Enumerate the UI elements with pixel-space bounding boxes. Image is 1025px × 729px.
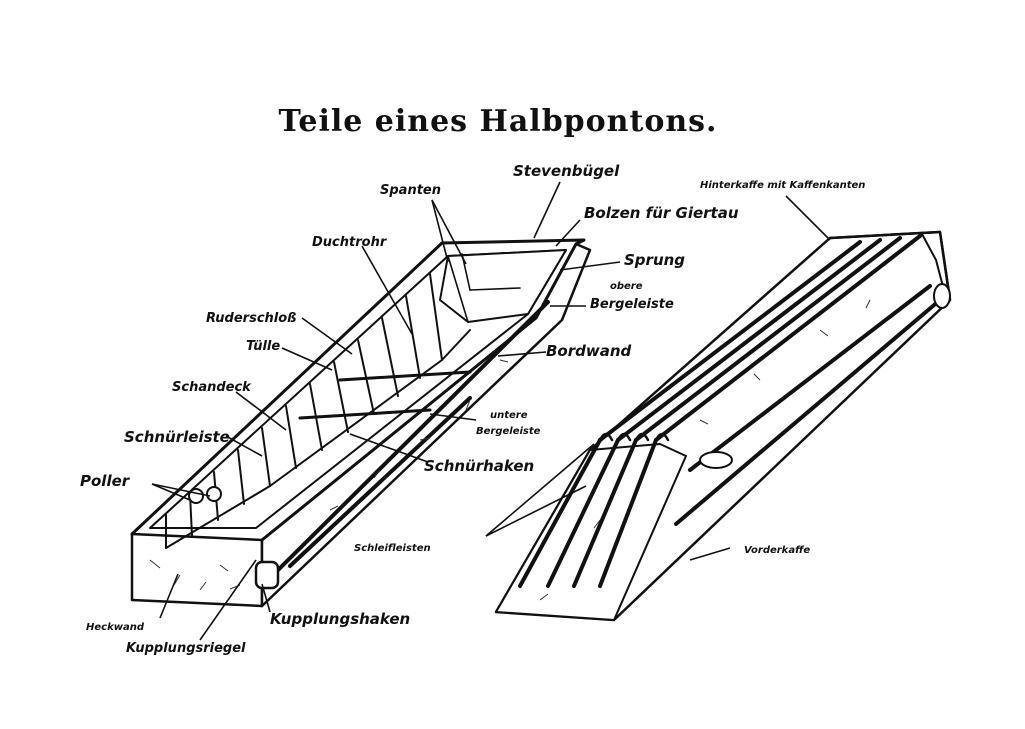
label-heckwand: Heckwand: [86, 622, 145, 633]
label-stevenbuegel: Stevenbügel: [513, 162, 620, 180]
label-bolzen-fuer-giertau: Bolzen für Giertau: [584, 204, 739, 222]
label-schnuerleiste: Schnürleiste: [124, 428, 230, 446]
diagram-title: Teile eines Halbpontons.: [279, 104, 718, 139]
label-ruderschloss: Ruderschloß: [206, 311, 297, 326]
label-kupplungsriegel: Kupplungsriegel: [126, 641, 246, 656]
label-sprung: Sprung: [624, 251, 685, 269]
label-hinterkaffe: Hinterkaffe mit Kaffenkanten: [700, 180, 865, 191]
leader-lines: [151, 181, 831, 641]
label-obere: obere: [610, 281, 643, 292]
label-schleifleisten: Schleifleisten: [354, 543, 431, 554]
label-schandeck: Schandeck: [172, 380, 252, 395]
label-bordwand: Bordwand: [546, 342, 632, 360]
label-tuelle: Tülle: [246, 339, 280, 354]
label-obere-bergeleiste: Bergeleiste: [590, 297, 674, 312]
label-untere: untere: [490, 410, 528, 421]
label-kupplungshaken: Kupplungshaken: [270, 610, 410, 628]
label-poller: Poller: [80, 472, 131, 490]
label-untere-bergeleiste: Bergeleiste: [476, 426, 541, 437]
label-spanten: Spanten: [380, 183, 441, 198]
label-schnuerhaken: Schnürhaken: [424, 457, 534, 475]
callout-labels: Spanten Stevenbügel Bolzen für Giertau D…: [80, 162, 865, 656]
label-vorderkaffe: Vorderkaffe: [744, 545, 810, 556]
left-pontoon-drawing: [130, 238, 592, 608]
label-duchtrohr: Duchtrohr: [312, 235, 388, 250]
right-pontoon-drawing: [494, 230, 952, 622]
